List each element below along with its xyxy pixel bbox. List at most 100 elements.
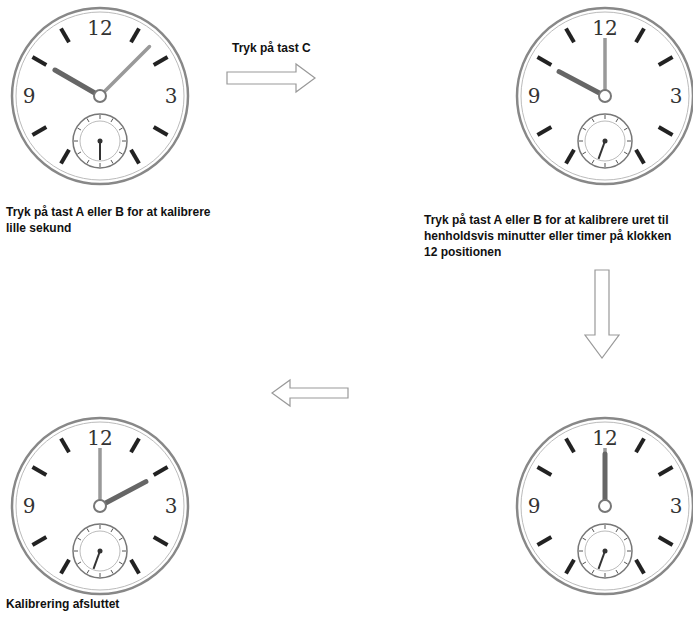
hour-marker — [659, 57, 673, 65]
bezel — [12, 418, 188, 594]
hour-marker — [61, 438, 69, 452]
subdial-tick — [605, 115, 606, 119]
hour-marker — [131, 28, 139, 42]
hour-marker — [32, 537, 46, 545]
dial-numeral: 12 — [591, 428, 618, 448]
arrow-label: Tryk på tast C — [232, 40, 342, 56]
hour-marker — [537, 467, 551, 475]
hour-marker — [61, 150, 69, 164]
subdial-tick — [111, 570, 113, 573]
subdial-tick — [616, 118, 618, 121]
subdial — [80, 121, 120, 161]
hour-marker — [659, 127, 673, 135]
hour-hand — [55, 70, 100, 96]
hour-marker — [131, 438, 139, 452]
subdial — [80, 531, 120, 571]
hour-hand — [603, 454, 608, 506]
dial-numeral: 3 — [164, 86, 179, 106]
subdial-tick — [582, 562, 585, 564]
subdial-tick — [87, 570, 89, 573]
subdial-tick — [624, 562, 627, 564]
subdial-tick — [582, 152, 585, 154]
center-pivot — [94, 500, 106, 512]
subdial-tick — [77, 538, 80, 540]
subdial — [73, 114, 127, 168]
dial-numeral: 12 — [86, 428, 113, 448]
subdial-tick — [74, 551, 78, 552]
subdial-pivot — [98, 139, 103, 144]
hour-marker — [154, 57, 168, 65]
subdial-tick — [122, 551, 126, 552]
hour-marker — [636, 560, 644, 574]
minute-hand — [100, 47, 149, 96]
subdial — [73, 524, 127, 578]
hour-marker — [131, 560, 139, 574]
subdial — [585, 531, 625, 571]
bezel — [16, 12, 184, 180]
subdial-tick — [122, 141, 126, 142]
subdial-tick — [87, 118, 89, 121]
subdial-tick — [100, 115, 101, 119]
subdial-tick — [119, 152, 122, 154]
step-caption: Kalibrering afsluttet — [6, 596, 206, 612]
subdial-tick — [592, 118, 594, 121]
second-hand — [94, 551, 100, 569]
dial-numeral: 9 — [527, 496, 542, 516]
hour-marker — [636, 438, 644, 452]
hour-marker — [154, 127, 168, 135]
hour-marker — [636, 150, 644, 164]
subdial-pivot — [603, 139, 608, 144]
hour-marker — [659, 467, 673, 475]
subdial — [578, 524, 632, 578]
subdial-tick — [582, 128, 585, 130]
subdial-tick — [582, 538, 585, 540]
dial-numeral: 12 — [591, 18, 618, 38]
subdial-tick — [119, 562, 122, 564]
subdial-tick — [100, 163, 101, 167]
watch-face — [12, 418, 188, 594]
hour-marker — [537, 127, 551, 135]
subdial-pivot — [98, 549, 103, 554]
hour-hand — [559, 72, 605, 96]
subdial-tick — [77, 562, 80, 564]
dial-numeral: 9 — [22, 496, 37, 516]
hour-marker — [154, 467, 168, 475]
subdial-tick — [616, 160, 618, 163]
subdial-tick — [119, 128, 122, 130]
center-pivot — [94, 90, 106, 102]
bezel — [12, 8, 188, 184]
subdial-tick — [605, 525, 606, 529]
subdial-tick — [77, 152, 80, 154]
subdial-pivot — [603, 549, 608, 554]
subdial-tick — [111, 528, 113, 531]
dial-numeral: 9 — [527, 86, 542, 106]
subdial-tick — [592, 160, 594, 163]
subdial-tick — [624, 538, 627, 540]
step-caption: Tryk på tast A eller B for at kalibrere … — [424, 212, 686, 260]
subdial-tick — [100, 525, 101, 529]
hour-marker — [154, 537, 168, 545]
subdial-tick — [87, 528, 89, 531]
subdial-tick — [624, 152, 627, 154]
subdial-tick — [624, 128, 627, 130]
hour-marker — [32, 127, 46, 135]
dial-numeral: 9 — [22, 86, 37, 106]
subdial-tick — [616, 570, 618, 573]
hour-marker — [636, 28, 644, 42]
dial-numeral: 3 — [669, 86, 684, 106]
center-pivot — [599, 90, 611, 102]
hour-marker — [659, 537, 673, 545]
dial-numeral: 3 — [669, 496, 684, 516]
subdial — [585, 121, 625, 161]
center-pivot — [599, 500, 611, 512]
second-hand — [599, 551, 605, 569]
dial-numeral: 12 — [86, 18, 113, 38]
subdial-tick — [579, 141, 583, 142]
hour-marker — [61, 28, 69, 42]
subdial-tick — [605, 573, 606, 577]
hour-hand — [100, 482, 146, 506]
subdial-tick — [579, 551, 583, 552]
subdial-tick — [111, 118, 113, 121]
watch-face — [12, 8, 188, 184]
subdial-tick — [592, 528, 594, 531]
